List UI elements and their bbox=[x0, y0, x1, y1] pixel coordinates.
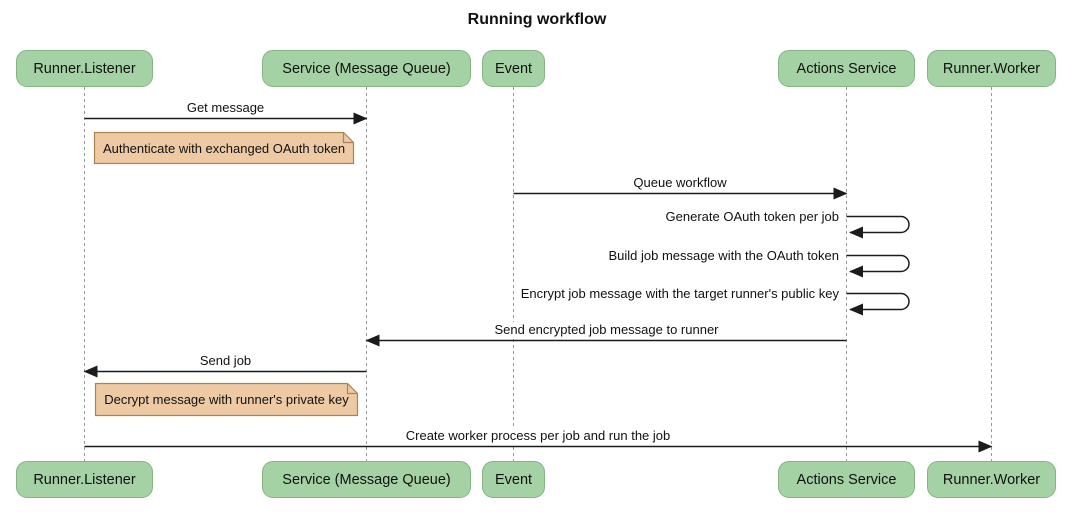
note-fold-authenticate bbox=[342, 132, 354, 144]
participant-runner-listener-bottom: Runner.Listener bbox=[16, 461, 153, 498]
participant-event-top: Event bbox=[482, 50, 545, 87]
message-label-queue-workflow: Queue workflow bbox=[630, 175, 730, 191]
participant-runner-worker-top: Runner.Worker bbox=[927, 50, 1056, 87]
participant-service-message-queue-bottom: Service (Message Queue) bbox=[262, 461, 471, 498]
note-decrypt-private-key: Decrypt message with runner's private ke… bbox=[104, 392, 349, 407]
note-authenticate-oauth: Authenticate with exchanged OAuth token bbox=[102, 140, 346, 156]
message-label-get-message: Get message bbox=[183, 100, 268, 116]
message-label-generate-oauth-token: Generate OAuth token per job bbox=[662, 209, 842, 225]
participant-runner-worker-bottom: Runner.Worker bbox=[927, 461, 1056, 498]
participant-runner-listener-top: Runner.Listener bbox=[16, 50, 153, 87]
message-label-encrypt-job-message: Encrypt job message with the target runn… bbox=[517, 286, 842, 302]
note-shape-authenticate bbox=[93, 131, 355, 165]
note-fold-decrypt bbox=[346, 383, 358, 395]
message-label-create-worker-process: Create worker process per job and run th… bbox=[402, 428, 674, 444]
self-loop-build-job-message bbox=[846, 254, 910, 278]
message-label-send-encrypted-job-message: Send encrypted job message to runner bbox=[491, 322, 722, 338]
participant-actions-service-top: Actions Service bbox=[778, 50, 915, 87]
note-shape-decrypt bbox=[94, 382, 359, 417]
participant-service-message-queue-top: Service (Message Queue) bbox=[262, 50, 471, 87]
self-loop-encrypt-job-message bbox=[846, 292, 910, 316]
self-loop-generate-oauth-token bbox=[846, 215, 910, 239]
message-label-send-job: Send job bbox=[196, 353, 255, 369]
message-label-build-job-message: Build job message with the OAuth token bbox=[605, 248, 842, 264]
participant-event-bottom: Event bbox=[482, 461, 545, 498]
participant-actions-service-bottom: Actions Service bbox=[778, 461, 915, 498]
diagram-title: Running workflow bbox=[467, 11, 607, 28]
